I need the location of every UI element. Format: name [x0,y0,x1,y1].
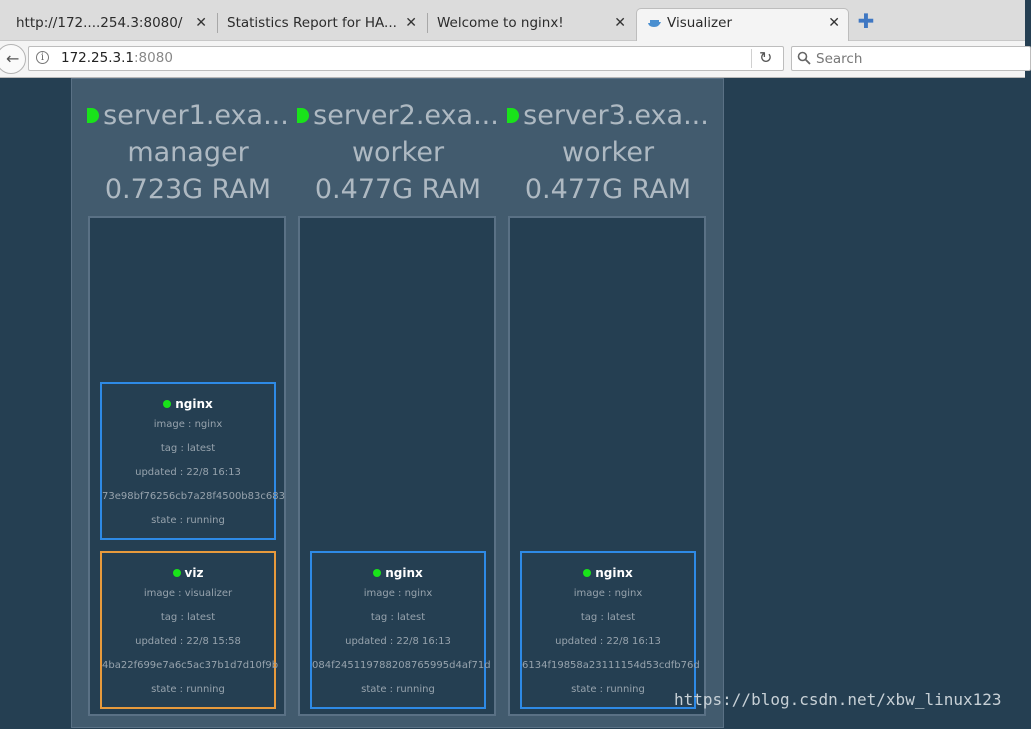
task-name: nginx [175,397,213,411]
reload-icon[interactable]: ↻ [759,48,773,67]
task-status-indicator [163,400,172,408]
task-card-nginx[interactable]: nginx image : nginx tag : latest updated… [520,551,700,709]
task-container-id: 084f245119788208765995d4af71d [312,660,491,671]
new-tab-icon[interactable]: ✚ [857,9,875,33]
url-host: 172.25.3.1 [61,50,134,66]
task-tag: tag : latest [160,612,216,623]
node-header: server3.exa... worker 0.477G RAM [503,97,713,208]
tab-label: Visualizer [667,15,732,31]
node-ram: 0.723G RAM [104,174,272,205]
tab-label: http://172....254.3:8080/ [16,15,183,31]
task-image: image : nginx [573,588,643,599]
task-updated: updated : 22/8 16:13 [135,467,241,478]
task-image: image : nginx [153,419,223,430]
watermark: https://blog.csdn.net/xbw_linux123 [674,690,1002,709]
task-tag: tag : latest [370,612,426,623]
node-name: server2.exa... [313,100,499,131]
task-name: nginx [385,566,423,580]
node-name: server1.exa... [103,100,289,131]
task-tag: tag : latest [580,612,636,623]
tab-visualizer[interactable]: Visualizer ✕ [636,8,849,41]
node-role: worker [351,137,445,168]
node-status-indicator [87,108,100,123]
node-task-area: nginx image : nginx tag : latest updated… [298,216,496,716]
docker-whale-icon [648,20,661,27]
url-text[interactable]: 172.25.3.1:8080 [61,50,173,66]
node-role: worker [561,137,655,168]
task-image: image : nginx [363,588,433,599]
node-ram: 0.477G RAM [524,174,692,205]
node-status-indicator [507,108,520,123]
task-updated: updated : 22/8 15:58 [135,636,241,647]
search-input[interactable] [816,49,1016,68]
navigation-bar: ← i 172.25.3.1:8080 ↻ [0,41,1031,78]
node-ram: 0.477G RAM [314,174,482,205]
node-status-indicator [297,108,310,123]
search-icon [797,51,811,65]
node-task-area: nginx image : nginx tag : latest updated… [88,216,286,716]
task-tag: tag : latest [160,443,216,454]
node-server3: server3.exa... worker 0.477G RAM nginx i… [503,79,713,729]
info-icon[interactable]: i [36,51,49,64]
close-icon[interactable]: ✕ [405,15,417,31]
task-name: viz [184,566,204,580]
tab-welcome-nginx[interactable]: Welcome to nginx! ✕ [421,9,634,38]
task-card-viz[interactable]: viz image : visualizer tag : latest upda… [100,551,279,709]
url-port: :8080 [134,50,173,66]
task-updated: updated : 22/8 16:13 [345,636,451,647]
task-card-nginx[interactable]: nginx image : nginx tag : latest updated… [310,551,491,709]
task-updated: updated : 22/8 16:13 [555,636,661,647]
task-container-id: 73e98bf76256cb7a28f4500b83c683 [102,491,285,502]
task-status-indicator [172,569,181,577]
task-status-indicator [373,569,382,577]
tab-haproxy-url[interactable]: http://172....254.3:8080/ ✕ [0,9,215,38]
node-header: server2.exa... worker 0.477G RAM [293,97,503,208]
node-task-area: nginx image : nginx tag : latest updated… [508,216,706,716]
tab-bar: http://172....254.3:8080/ ✕ Statistics R… [0,0,1025,41]
task-state: state : running [571,684,645,695]
node-role: manager [127,137,249,168]
back-button[interactable]: ← [0,44,26,74]
task-container-id: 4ba22f699e7a6c5ac37b1d7d10f9b [102,660,279,671]
back-arrow-icon: ← [6,49,20,68]
tab-statistics-report[interactable]: Statistics Report for HA... ✕ [211,9,425,38]
task-name: nginx [595,566,633,580]
node-server1: server1.exa... manager 0.723G RAM nginx … [83,79,293,729]
swarm-visualizer-panel: server1.exa... manager 0.723G RAM nginx … [71,78,724,728]
task-container-id: 6134f19858a23111154d53cdfb76d [522,660,700,671]
tab-divider [217,13,218,33]
task-card-nginx[interactable]: nginx image : nginx tag : latest updated… [100,382,285,540]
tab-label: Welcome to nginx! [437,15,564,31]
task-image: image : visualizer [143,588,233,599]
task-state: state : running [151,684,225,695]
task-status-indicator [583,569,592,577]
search-bar [791,46,1031,71]
tab-label: Statistics Report for HA... [227,15,397,31]
tab-divider [427,13,428,33]
node-header: server1.exa... manager 0.723G RAM [83,97,293,208]
url-bar[interactable]: i 172.25.3.1:8080 ↻ [28,46,784,71]
node-name: server3.exa... [523,100,709,131]
close-icon[interactable]: ✕ [614,15,626,31]
close-icon[interactable]: ✕ [828,15,840,31]
node-server2: server2.exa... worker 0.477G RAM nginx i… [293,79,503,729]
task-state: state : running [361,684,435,695]
url-divider [751,49,752,68]
close-icon[interactable]: ✕ [195,15,207,31]
task-state: state : running [151,515,225,526]
